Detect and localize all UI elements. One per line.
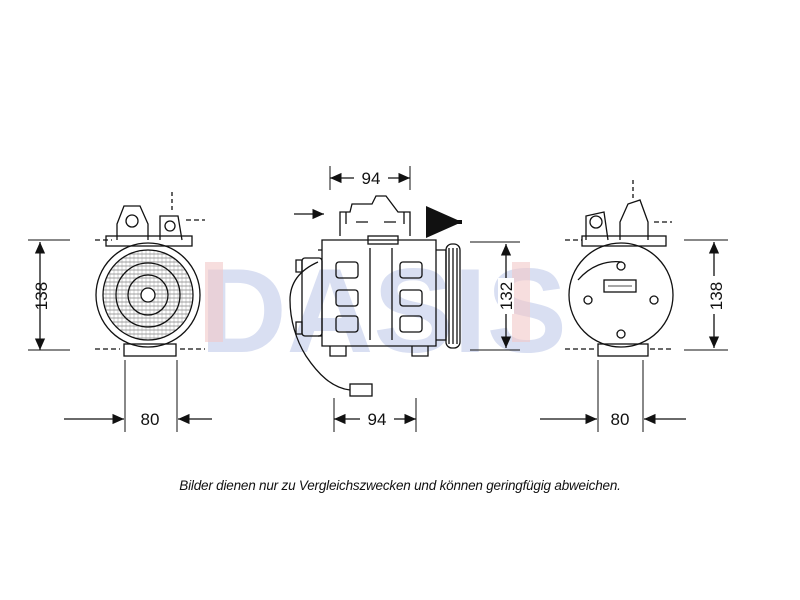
front-body-outline: [95, 242, 201, 348]
front-width-label-bg: [134, 408, 166, 430]
side-fitting-details: [345, 212, 405, 224]
side-pulley-grooves: [448, 248, 458, 344]
side-service-fittings: [339, 195, 411, 236]
rear-width-label-bg: [604, 408, 636, 430]
side-bottom-label-bg: [360, 408, 394, 430]
rear-body-base: [597, 343, 649, 357]
side-top-label-bg: [354, 166, 388, 188]
rear-bolt: [616, 261, 626, 271]
front-mount-hole-right: [164, 220, 176, 232]
side-body-panel: [399, 289, 423, 307]
front-body-top: [105, 235, 193, 247]
side-connector: [349, 383, 373, 397]
watermark-accent: [205, 262, 223, 342]
rear-bolt: [616, 329, 626, 339]
side-rear-head: [301, 257, 323, 337]
rear-extension-lines: [597, 360, 644, 432]
front-clutch-ring: [115, 262, 181, 328]
rear-bolt: [583, 295, 593, 305]
rear-height-ext-lines: [684, 239, 728, 351]
side-wire-harness: [289, 261, 351, 391]
side-body-ribs: [369, 248, 393, 340]
watermark-accent: [512, 262, 530, 342]
side-view: [289, 166, 520, 432]
side-pulley: [445, 243, 461, 349]
side-top-ext-lines: [329, 166, 411, 190]
side-body-panel: [335, 289, 359, 307]
rear-body-top: [581, 235, 667, 247]
front-shaft: [140, 287, 156, 303]
rear-mount-hole-left: [589, 215, 603, 229]
rear-reference-lines: [565, 221, 672, 350]
front-reference-lines: [95, 219, 205, 350]
rear-width-label: 80: [611, 410, 630, 429]
side-top-width-label: 94: [362, 169, 381, 188]
front-height-dimension: [28, 239, 70, 351]
side-height-label: 132: [497, 282, 516, 310]
rear-body-outline: [568, 242, 674, 348]
front-view: [95, 192, 205, 432]
disclaimer-caption: Bilder dienen nur zu Vergleichszwecken u…: [179, 478, 621, 493]
front-body-base: [123, 343, 177, 357]
rear-label-plate: [603, 279, 637, 293]
rear-view: [540, 180, 728, 432]
front-extension-lines: [124, 360, 178, 432]
side-body-panel: [335, 261, 359, 279]
front-mount-ear-right: [159, 215, 183, 241]
side-body-panel: [335, 315, 359, 333]
front-height-label: 138: [32, 282, 51, 310]
rear-bolt: [649, 295, 659, 305]
front-mount-ear-left: [116, 205, 149, 240]
side-body-panel: [399, 315, 423, 333]
front-mount-hole-left: [125, 214, 139, 228]
rear-mount-ear-left: [585, 211, 609, 241]
rear-height-label: 138: [707, 282, 726, 310]
rear-mount-ear-right: [619, 199, 649, 240]
side-body-panel: [399, 261, 423, 279]
front-clutch-ring-inner: [127, 274, 169, 316]
side-bottom-ext-lines: [333, 398, 417, 432]
side-height-ext-lines: [470, 241, 520, 351]
rear-height-label-bg: [708, 276, 726, 314]
side-feet: [329, 346, 429, 357]
side-height-label-bg: [498, 278, 514, 314]
front-width-label: 80: [141, 410, 160, 429]
rear-body-contour: [577, 260, 623, 281]
side-bottom-width-label: 94: [368, 410, 387, 429]
